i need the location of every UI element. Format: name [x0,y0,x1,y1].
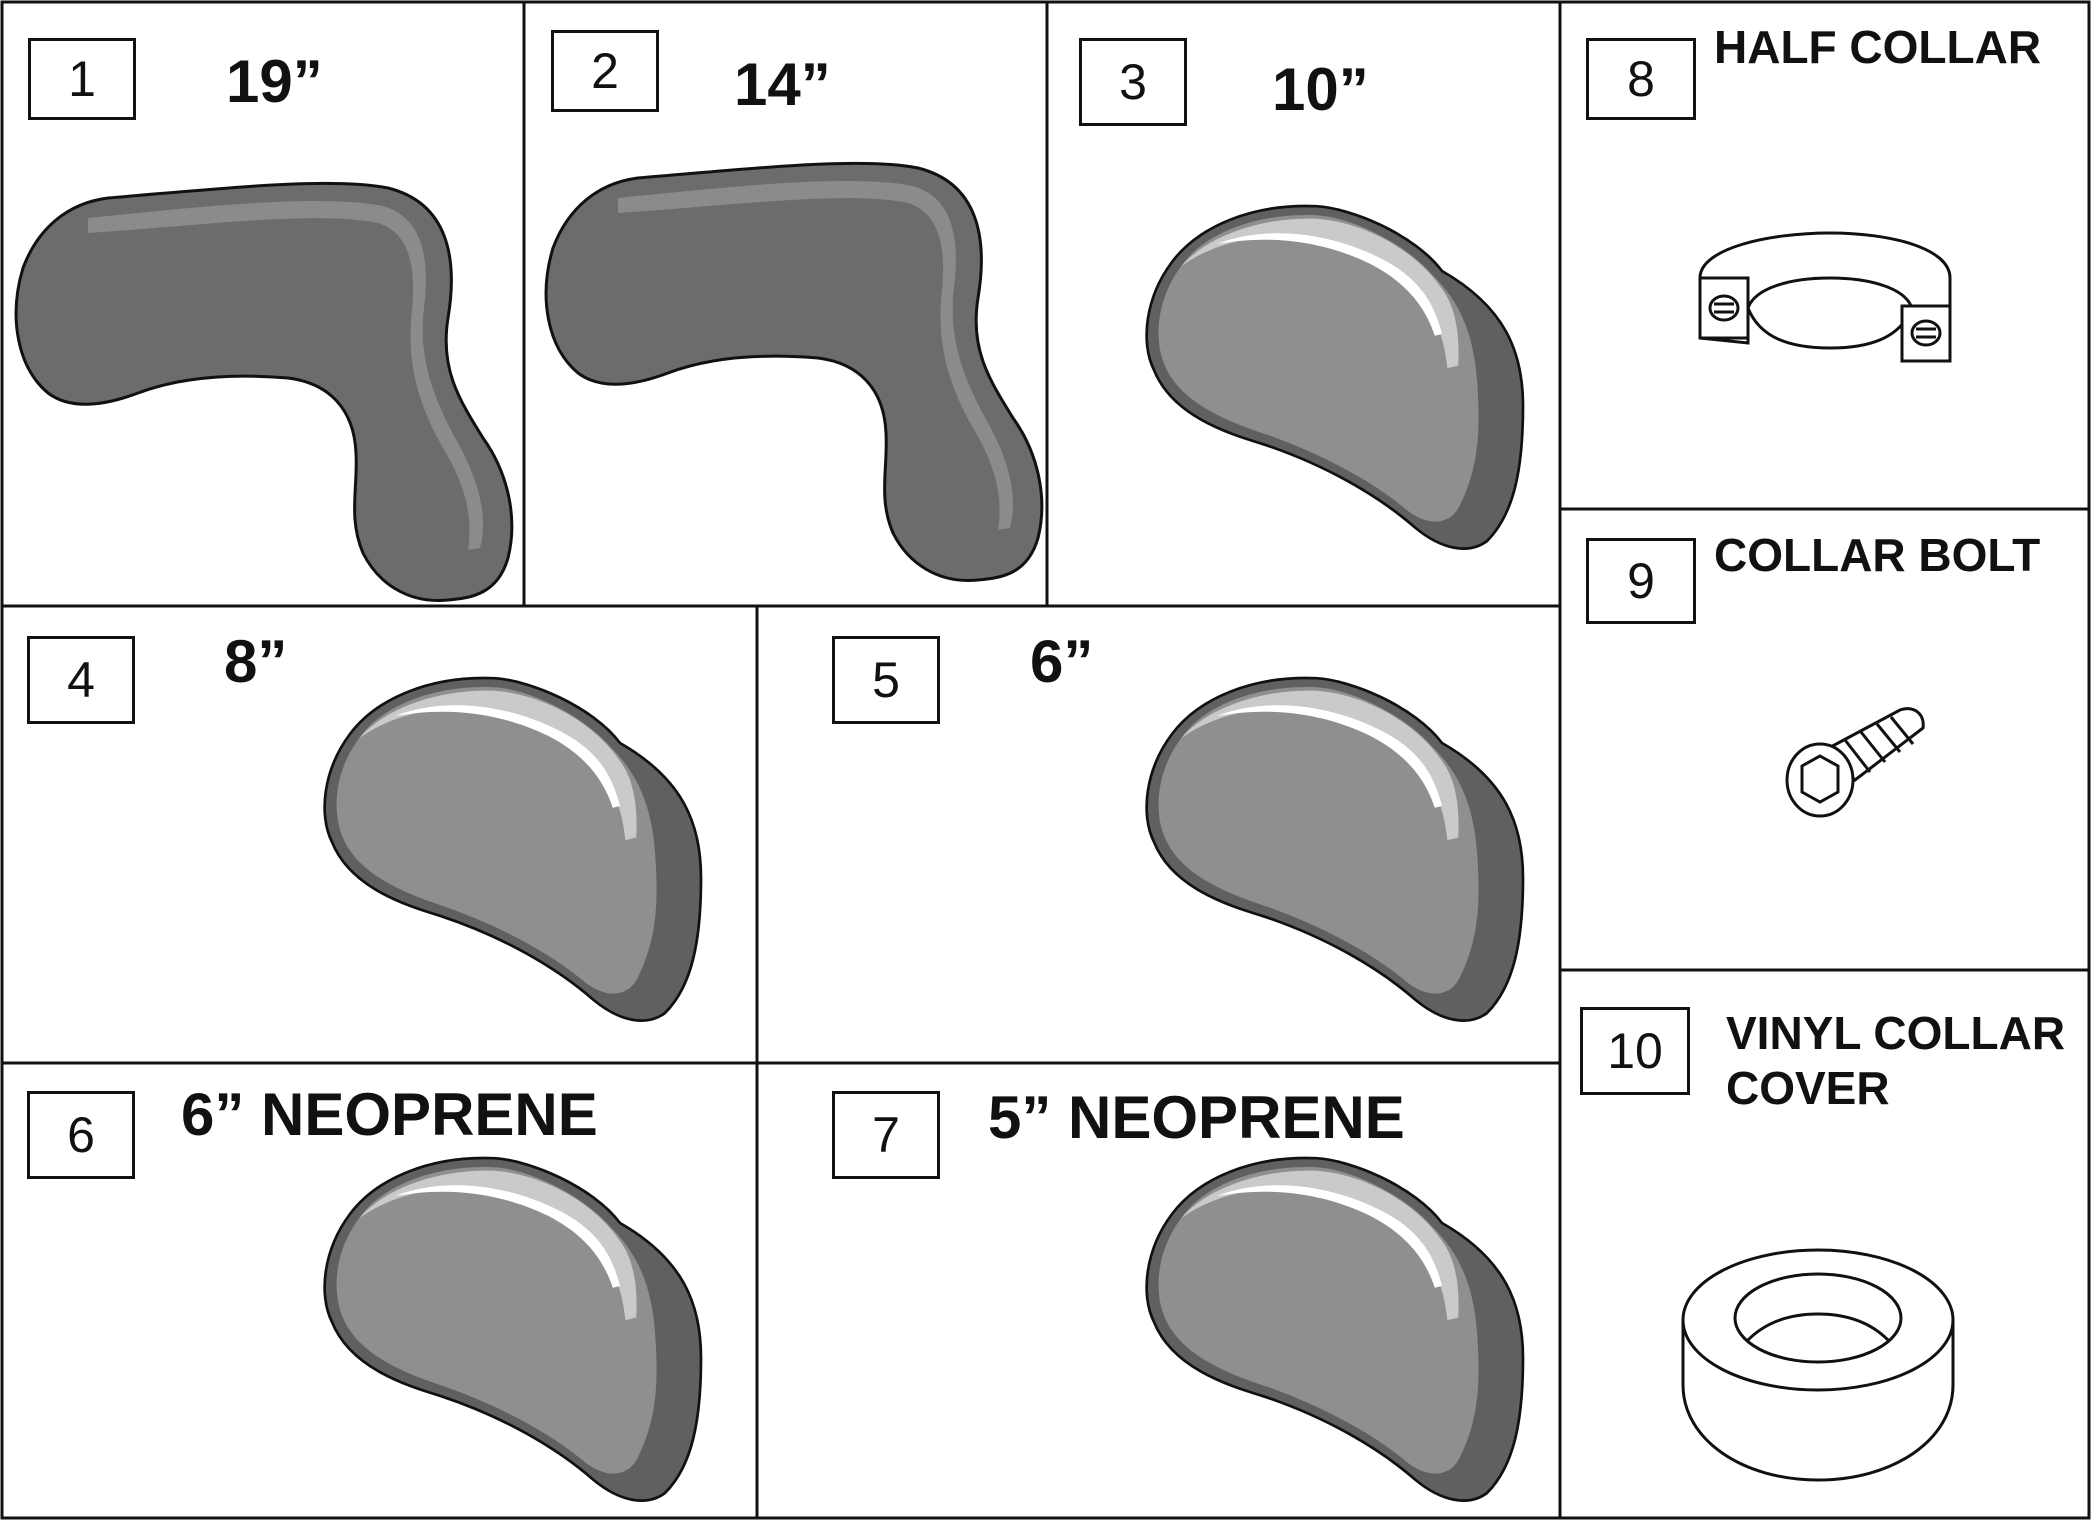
part-9-label: COLLAR BOLT [1714,529,2041,581]
part-3-image [1145,204,1525,550]
part-10-label-line-1: VINYL COLLAR [1726,1007,2066,1059]
part-6-label: 6” NEOPRENE [181,1081,598,1148]
part-10-number: 10 [1580,1007,1690,1095]
part-4-number: 4 [27,636,135,724]
part-5-image [1145,676,1525,1022]
part-5-number: 5 [832,636,940,724]
part-3-label: 10” [1272,56,1369,123]
part-8-number: 8 [1586,38,1696,120]
part-4-label: 8” [224,628,288,695]
part-1-image [14,181,514,602]
part-1-number: 1 [28,38,136,120]
part-7-image [1145,1156,1525,1502]
part-10-image [1681,1248,1955,1482]
part-3-number: 3 [1079,38,1187,126]
part-2-image [544,161,1044,582]
part-2-number: 2 [551,30,659,112]
part-7-label: 5” NEOPRENE [988,1084,1405,1151]
part-4-image [323,676,703,1022]
part-9-image [1785,707,1925,818]
part-6-image [323,1156,703,1502]
part-2-label: 14” [734,51,831,118]
part-1-label: 19” [226,48,323,115]
part-8-image [1698,231,1952,363]
part-6-number: 6 [27,1091,135,1179]
part-9-number: 9 [1586,538,1696,624]
part-10-label-line-2: COVER [1726,1062,1890,1114]
part-8-label: HALF COLLAR [1714,21,2042,73]
part-5-label: 6” [1030,628,1094,695]
part-7-number: 7 [832,1091,940,1179]
